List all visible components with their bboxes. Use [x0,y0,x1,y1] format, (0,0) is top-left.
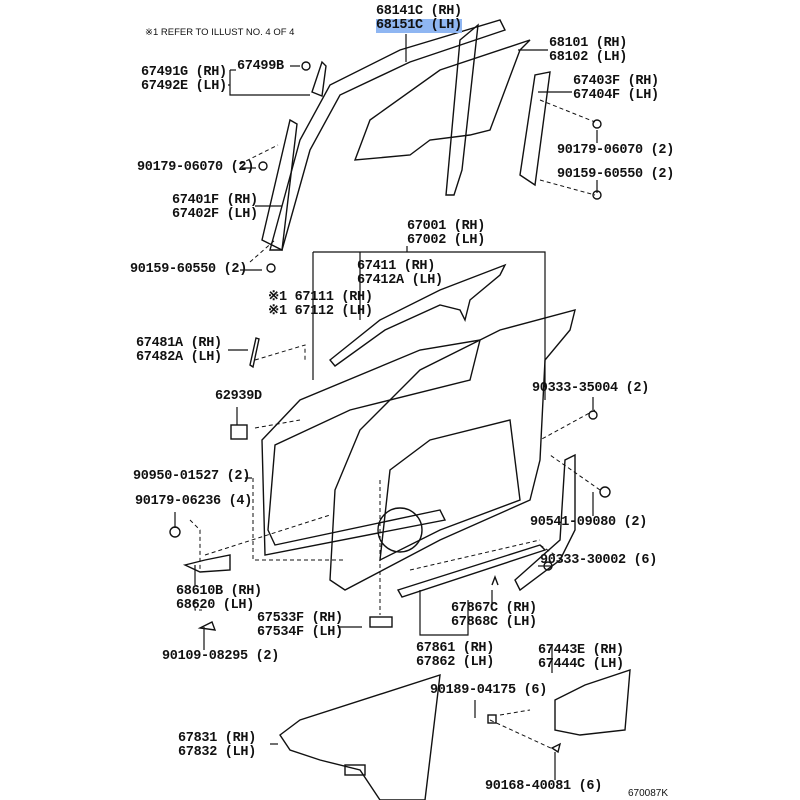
label-screw-40081[interactable]: 90168-40081 (6) [485,779,603,794]
front-channel-part [261,118,298,252]
leader-lines [174,34,598,780]
label-clip-67499[interactable]: 67499B [237,59,284,74]
label-pad[interactable]: 67481A (RH)67482A (LH) [136,336,222,365]
rear-channel-part [519,71,551,187]
label-plug-30002[interactable]: 90333-30002 (6) [540,553,658,568]
label-rear-channel[interactable]: 67403F (RH)67404F (LH) [573,74,659,103]
label-nut-04175[interactable]: 90189-04175 (6) [430,683,548,698]
pad-part [249,337,260,369]
label-plug-01527[interactable]: 90950-01527 (2) [133,469,251,484]
cover-panel-part [554,669,631,736]
label-check-assy[interactable]: 68610B (RH)68620 (LH) [176,584,262,613]
label-cushion[interactable]: 67533F (RH)67534F (LH) [257,611,343,640]
label-glass[interactable]: 68101 (RH)68102 (LH) [549,36,628,65]
label-clip-67867[interactable]: 67867C (RH)67868C (LH) [451,601,537,630]
label-hole-plug-35004[interactable]: 90333-35004 (2) [532,381,650,396]
door-glass-part [353,39,531,161]
door-check-part [182,554,231,573]
glass-run-part [269,19,506,251]
label-cover-67443[interactable]: 67443E (RH)67444C (LH) [538,643,624,672]
lower-moulding-part [396,544,547,598]
label-screw-right[interactable]: 90159-60550 (2) [557,167,675,182]
frame-moulding-part [329,263,507,367]
note-refer-illust: ※1 REFER TO ILLUST NO. 4 OF 4 [145,27,295,38]
weatherstrip-part [514,453,576,592]
label-service-cover[interactable]: 67831 (RH)67832 (LH) [178,731,257,760]
label-outer-panel[interactable]: ※1 67111 (RH)※1 67112 (LH) [268,290,373,319]
label-bolt-08295[interactable]: 90109-08295 (2) [162,649,280,664]
label-glass-run[interactable]: 68141C (RH)68151C (LH) [376,4,462,33]
seal-part [230,424,248,440]
label-seal[interactable]: 62939D [215,389,262,404]
service-cover-part [279,673,441,800]
label-bolt-06236[interactable]: 90179-06236 (4) [135,494,253,509]
cushion-part [369,616,393,628]
outer-panel-part [261,339,481,556]
corner-piece-part [311,60,327,97]
label-screw-left[interactable]: 90159-60550 (2) [130,262,248,277]
label-moulding-67861[interactable]: 67861 (RH)67862 (LH) [416,641,495,670]
illustration-code: 670087K [628,788,669,799]
label-bolt-left[interactable]: 90179-06070 (2) [137,160,255,175]
label-plug-09080[interactable]: 90541-09080 (2) [530,515,648,530]
label-bolt-right[interactable]: 90179-06070 (2) [557,143,675,158]
label-door-panel[interactable]: 67001 (RH)67002 (LH) [407,219,486,248]
label-corner-piece[interactable]: 67491G (RH)67492E (LH) [141,65,227,94]
door-inner-panel-part [329,309,576,591]
label-front-channel[interactable]: 67401F (RH)67402F (LH) [172,193,258,222]
label-frame-moulding[interactable]: 67411 (RH)67412A (LH) [357,259,443,288]
